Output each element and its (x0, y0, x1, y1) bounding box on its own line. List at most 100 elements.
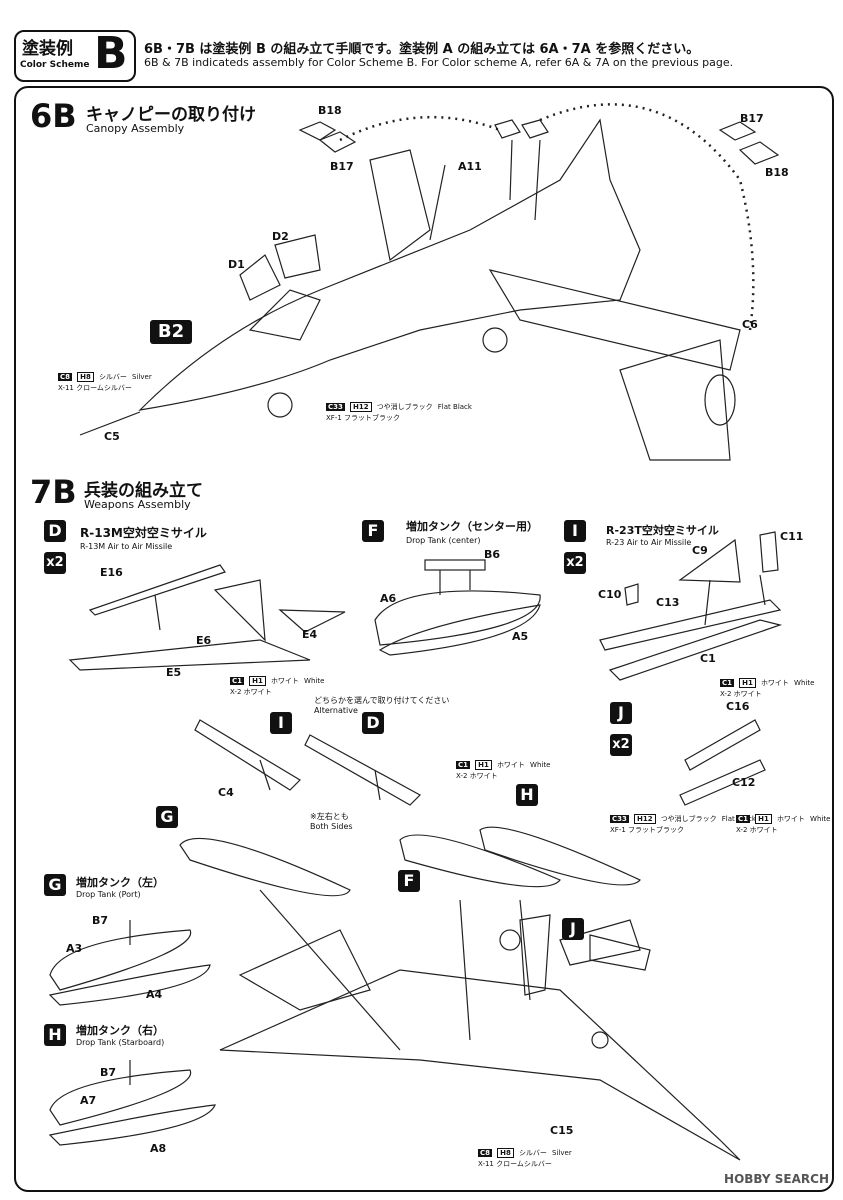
section-g-badge: G (44, 874, 66, 896)
paint-code: C1 (736, 815, 751, 823)
both-sides-jp: ※左右とも (310, 812, 349, 821)
part-e16: E16 (100, 566, 123, 579)
part-a3: A3 (66, 942, 83, 955)
paint-x-code: X-2 ホワイト (720, 690, 762, 698)
step-6b-title: キャノピーの取り付け (86, 105, 256, 125)
paint-h-code: H8 (77, 372, 94, 382)
section-f-badge: F (362, 520, 384, 542)
color-scheme-box (14, 30, 136, 82)
paint-x-code: X-2 ホワイト (456, 772, 498, 780)
paint-x-code: X-2 ホワイト (230, 688, 272, 696)
paint-callout-flat-black-6b: C33 H12 つや消しブラック Flat Black XF-1 フラットブラッ… (326, 394, 472, 423)
section-h-subtitle: Drop Tank (Starboard) (76, 1038, 165, 1047)
paint-callout-white-i: C1 H1 ホワイト White X-2 ホワイト (720, 670, 814, 699)
paint-callout-silver-6b: C8 H8 シルバー Silver X-11 クロームシルバー (58, 364, 152, 393)
paint-x-code: XF-1 フラットブラック (326, 414, 401, 422)
part-e6: E6 (196, 634, 212, 647)
part-d2: D2 (272, 230, 289, 243)
part-a11: A11 (458, 160, 482, 173)
step-6b-number: 6B (30, 97, 77, 135)
paint-code: C1 (720, 679, 735, 687)
paint-code: C8 (478, 1149, 493, 1157)
part-b7-g: B7 (92, 914, 109, 927)
part-b17-left: B17 (330, 160, 354, 173)
paint-name-jp: ホワイト (270, 677, 299, 685)
assembly-h-badge: H (516, 784, 538, 806)
section-f-title: 増加タンク（センター用） (406, 520, 538, 533)
section-g-title: 増加タンク（左） (76, 876, 164, 889)
section-d-subtitle: R-13M Air to Air Missile (80, 542, 173, 551)
step-7b-number: 7B (30, 473, 77, 511)
paint-name-jp: ホワイト (496, 761, 525, 769)
section-i-subtitle: R-23 Air to Air Missile (606, 538, 692, 547)
part-c15: C15 (550, 1124, 574, 1137)
both-sides-en: Both Sides (310, 822, 353, 831)
paint-name-en: White (794, 679, 815, 687)
section-i-title: R-23T空対空ミサイル (606, 524, 719, 537)
hobby-search-watermark: HOBBY SEARCH (724, 1172, 829, 1186)
paint-callout-flat-black-j: C33 H12 つや消しブラック Flat Black XF-1 フラットブラッ… (610, 806, 756, 835)
assembly-g-badge: G (156, 806, 178, 828)
paint-h-code: H12 (633, 814, 656, 824)
alt-d-badge: D (362, 712, 384, 734)
section-j-badge: J (610, 702, 632, 724)
section-h-badge: H (44, 1024, 66, 1046)
part-b6: B6 (484, 548, 501, 561)
section-g-subtitle: Drop Tank (Port) (76, 890, 141, 899)
part-c1: C1 (700, 652, 716, 665)
part-c13: C13 (656, 596, 680, 609)
section-i-badge: I (564, 520, 586, 542)
part-d1: D1 (228, 258, 245, 271)
part-c12: C12 (732, 776, 756, 789)
paint-name-en: White (304, 677, 325, 685)
paint-name-en: Flat Black (437, 403, 472, 411)
instruction-jp: 6B・7B は塗装例 B の組み立て手順です。塗装例 A の組み立ては 6A・7… (144, 42, 700, 57)
paint-code: C33 (610, 815, 629, 823)
paint-h-code: H1 (249, 676, 266, 686)
paint-name-en: Silver (552, 1149, 572, 1157)
scheme-letter: B (94, 28, 128, 79)
part-a6: A6 (380, 592, 397, 605)
paint-name-jp: ホワイト (760, 679, 789, 687)
part-c16: C16 (726, 700, 750, 713)
instruction-en: 6B & 7B indicateds assembly for Color Sc… (144, 56, 734, 69)
paint-code: C33 (326, 403, 345, 411)
paint-code: C8 (58, 373, 73, 381)
paint-name-jp: つや消しブラック (376, 403, 433, 411)
section-i-qty: x2 (564, 552, 586, 574)
paint-name-en: Silver (132, 373, 152, 381)
section-d-badge: D (44, 520, 66, 542)
part-c9: C9 (692, 544, 708, 557)
paint-name-jp: ホワイト (776, 815, 805, 823)
color-scheme-subtitle: Color Scheme (20, 60, 90, 70)
paint-callout-white-alt: C1 H1 ホワイト White X-2 ホワイト (456, 752, 550, 781)
section-j-qty: x2 (610, 734, 632, 756)
section-d-qty: x2 (44, 552, 66, 574)
paint-h-code: H1 (475, 760, 492, 770)
paint-h-code: H12 (349, 402, 372, 412)
paint-callout-white-j: C1 H1 ホワイト White X-2 ホワイト (736, 806, 830, 835)
paint-name-jp: シルバー (518, 1149, 547, 1157)
part-b17-right: B17 (740, 112, 764, 125)
part-c11: C11 (780, 530, 804, 543)
assembly-j-badge: J (562, 918, 584, 940)
part-e5: E5 (166, 666, 182, 679)
part-e4: E4 (302, 628, 318, 641)
paint-name-jp: シルバー (98, 373, 127, 381)
paint-x-code: X-11 クロームシルバー (58, 384, 132, 392)
step-7b-subtitle: Weapons Assembly (84, 498, 191, 511)
paint-h-code: H1 (755, 814, 772, 824)
part-a4: A4 (146, 988, 163, 1001)
section-h-title: 増加タンク（右） (76, 1024, 164, 1037)
paint-name-en: White (810, 815, 831, 823)
section-f-subtitle: Drop Tank (center) (406, 536, 481, 545)
part-b7-h: B7 (100, 1066, 117, 1079)
paint-callout-white-d: C1 H1 ホワイト White X-2 ホワイト (230, 668, 324, 697)
part-c5: C5 (104, 430, 120, 443)
step-6b-subtitle: Canopy Assembly (86, 122, 185, 135)
part-c4: C4 (218, 786, 234, 799)
paint-h-code: H8 (497, 1148, 514, 1158)
section-d-title: R-13M空対空ミサイル (80, 526, 207, 540)
paint-x-code: XF-1 フラットブラック (610, 826, 685, 834)
